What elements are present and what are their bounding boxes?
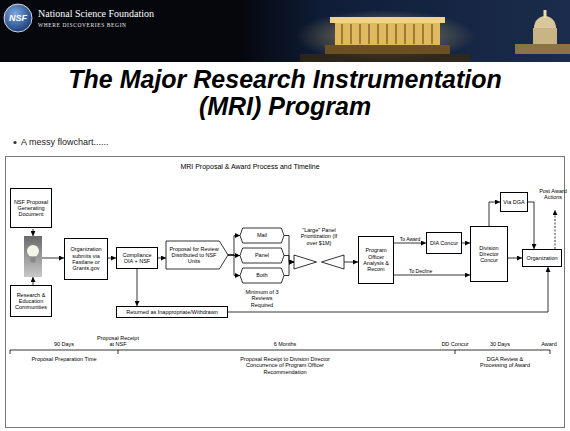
node-text: Returned as Inappropriate/Withdrawn: [126, 309, 217, 315]
node-text: Panel: [255, 252, 269, 258]
process-box: Returned as Inappropriate/Withdrawn: [116, 306, 228, 318]
process-box: Program Officer Analysis & Recom: [358, 236, 394, 284]
capitol-statue: [544, 10, 547, 18]
lightbulb-glass: [27, 245, 39, 257]
slide-title: The Major Research Instrumentation (MRI)…: [50, 66, 520, 120]
memorial-body: [335, 22, 440, 45]
process-box: Organization submits via Fastlane or Gra…: [64, 238, 108, 280]
memorial-steps: [325, 45, 450, 54]
timeline-label: 6 Months: [265, 341, 305, 347]
process-box: Organization: [522, 249, 562, 267]
edge-label: To Award: [399, 237, 421, 243]
logo-text: NSF: [4, 13, 32, 23]
node-outline: [166, 241, 228, 269]
flow-arrow: [137, 269, 138, 306]
note-text: Post Award Actions: [538, 188, 568, 201]
prioritization-node: "Large" Panel Prioritization (If over $1…: [294, 226, 344, 270]
timeline-label: Proposal Receipt at NSF: [95, 335, 141, 348]
node-text: Via DGA: [503, 199, 524, 205]
hexagon-box: Panel: [240, 248, 284, 263]
node-text: Mail: [257, 232, 267, 238]
bullet-text: A messy flowchart......: [21, 137, 321, 148]
flow-arrow: [33, 229, 34, 236]
note-text: Minimum of 3 Reviews Required: [240, 289, 284, 308]
figure-frame: [6, 157, 565, 428]
process-box: Via DGA: [500, 192, 528, 212]
header-photo: [240, 0, 570, 62]
process-box: Compliance OIA + NSF: [116, 247, 158, 269]
flow-arrow: [344, 262, 358, 263]
node-outline: [240, 228, 284, 243]
node-text: Organization: [526, 255, 557, 261]
timeline-label: 30 Days: [482, 341, 518, 347]
lightbulb-picture: [24, 236, 42, 277]
flow-arrow: [394, 243, 426, 244]
node-outline: [240, 268, 284, 283]
timeline-label: 90 Days: [44, 341, 84, 347]
node-text: Proposal for Review Distributed to NSF U…: [168, 246, 220, 265]
timeline-axis: [10, 350, 550, 351]
flow-arrow: [228, 236, 240, 256]
node-text: NSF Proposal Generating Document: [13, 199, 49, 218]
flow-arrow: [528, 202, 534, 249]
flow-arrow: [108, 258, 116, 259]
node-text: Both: [256, 272, 267, 278]
node-text: Program Officer Analysis & Recom: [361, 247, 391, 272]
node-text: Division Director Concur: [473, 245, 505, 264]
flow-arrow: [33, 277, 34, 285]
flow-arrow: [394, 275, 470, 276]
node-outline: [322, 255, 345, 269]
agency-motto: WHERE DISCOVERIES BEGIN: [38, 22, 238, 29]
node-text: DIA Concur: [430, 240, 458, 246]
node-outline: [294, 255, 317, 269]
flow-arrow: [462, 243, 470, 244]
flow-arrow: [228, 255, 240, 276]
node-text: Compliance OIA + NSF: [119, 252, 155, 265]
process-box: DIA Concur: [426, 232, 462, 254]
header-band: [0, 0, 570, 62]
process-box: Division Director Concur: [470, 226, 508, 282]
document-box: NSF Proposal Generating Document: [10, 188, 52, 228]
flow-arrow: [158, 258, 166, 259]
flow-arrow: [489, 202, 500, 226]
node-text: "Large" Panel Prioritization (If over $1…: [296, 227, 342, 246]
timeline-ticks: [10, 350, 550, 354]
memorial-roof: [330, 17, 445, 23]
flow-arrow: [284, 262, 294, 276]
edge-label: To Decline: [408, 269, 433, 275]
nsf-logo: [4, 4, 32, 32]
capitol-drum: [533, 28, 557, 44]
flow-arrow: [508, 258, 522, 259]
agency-name: National Science Foundation: [38, 8, 238, 20]
node-text: Organization submits via Fastlane or Gra…: [67, 246, 105, 271]
capitol-base: [515, 44, 570, 54]
node-outline: [294, 254, 344, 270]
node-text: Research & Education Communities: [13, 292, 49, 311]
pentagon-box: Proposal for Review Distributed to NSF U…: [166, 241, 228, 269]
timeline-label: Award: [536, 341, 562, 347]
dashed-arrow: [555, 210, 556, 249]
timeline-label: Proposal Receipt to Division Director Co…: [225, 356, 345, 375]
timeline-label: DGA Review & Processing of Award: [473, 356, 537, 369]
lightbulb-base: [31, 257, 36, 263]
node-outline: [240, 248, 284, 263]
flow-arrow: [284, 236, 294, 263]
flow-arrow: [42, 258, 64, 259]
diagram-title: MRI Proposal & Award Process and Timelin…: [150, 163, 350, 171]
timeline-label: DD Concur: [435, 341, 475, 347]
timeline-label: Proposal Preparation Time: [29, 356, 99, 362]
flow-arrow: [284, 256, 294, 263]
reflecting-pool: [300, 54, 470, 62]
community-box: Research & Education Communities: [10, 285, 52, 317]
hexagon-box: Both: [240, 268, 284, 283]
memorial-columns: [342, 24, 432, 44]
memorial-glow: [295, 10, 475, 62]
hexagon-box: Mail: [240, 228, 284, 243]
bullet-dot: [13, 141, 16, 144]
